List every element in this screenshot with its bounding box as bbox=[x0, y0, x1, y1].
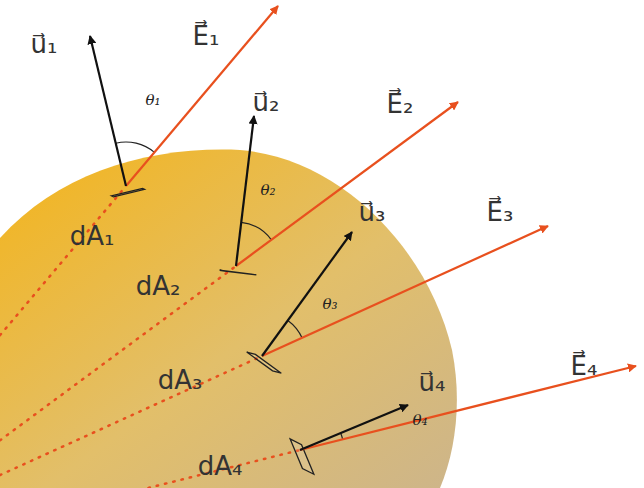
normal-label: u⃗₄ bbox=[419, 369, 446, 395]
vectors bbox=[0, 6, 636, 488]
sphere-surface bbox=[0, 150, 457, 488]
angle-label: θ₃ bbox=[322, 297, 337, 312]
field-vector bbox=[262, 226, 548, 356]
field-line-inside bbox=[0, 266, 236, 440]
normal-label: u⃗₁ bbox=[31, 31, 58, 57]
angle-label: θ₁ bbox=[145, 93, 160, 108]
area-label: dA₄ bbox=[198, 453, 243, 479]
field-line-inside bbox=[0, 450, 300, 488]
normal-vector bbox=[262, 232, 352, 356]
area-label: dA₁ bbox=[70, 223, 115, 249]
angle-arc bbox=[241, 222, 271, 240]
field-label: E⃗₃ bbox=[487, 199, 514, 225]
normal-label: u⃗₃ bbox=[359, 199, 386, 225]
angle-label: θ₂ bbox=[260, 183, 275, 198]
normal-vector bbox=[300, 405, 408, 450]
field-line-inside bbox=[0, 186, 126, 335]
area-element bbox=[220, 270, 257, 275]
normal-vector bbox=[236, 116, 254, 266]
field-label: E⃗₄ bbox=[571, 353, 598, 379]
area-label: dA₂ bbox=[136, 273, 181, 299]
normal-vector bbox=[90, 36, 126, 186]
field-label: E⃗₁ bbox=[193, 23, 220, 49]
field-label: E⃗₂ bbox=[387, 91, 414, 117]
area-label: dA₃ bbox=[158, 367, 203, 393]
angle-arc bbox=[116, 142, 155, 152]
angle-arc bbox=[288, 320, 302, 337]
angle-label: θ₄ bbox=[412, 413, 427, 428]
field-vector bbox=[236, 102, 458, 266]
normal-label: u⃗₂ bbox=[253, 89, 280, 115]
area-element bbox=[290, 439, 314, 474]
area-element bbox=[111, 188, 144, 196]
